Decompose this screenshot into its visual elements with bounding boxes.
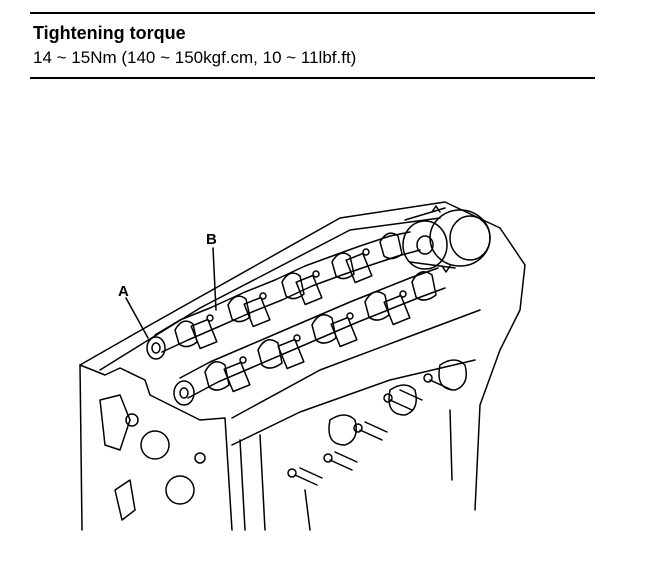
bearing-cap: [277, 338, 305, 370]
camshaft-b-end: [146, 336, 166, 360]
cam-lobe: [411, 271, 437, 301]
bolt-head: [323, 453, 333, 463]
camshaft-b-end-boss: [151, 342, 161, 354]
bearing-cap: [190, 318, 218, 350]
side-port: [438, 359, 467, 391]
cam-lobe: [257, 339, 283, 369]
bearing-cap: [243, 296, 271, 328]
bearing-cap: [223, 361, 251, 393]
bearing-cap: [383, 294, 411, 326]
cap-bolt: [206, 314, 214, 322]
torque-spec-table: Tightening torque 14 ~ 15Nm (140 ~ 150kg…: [30, 9, 595, 79]
cap-bolt: [259, 292, 267, 300]
cylinder-head-front-face: [79, 364, 233, 531]
cap-bolt: [239, 356, 247, 364]
cam-lobe: [281, 272, 305, 300]
cvvt-unit-face: [449, 215, 491, 261]
bearing-cap: [295, 274, 323, 306]
cap-bolt: [399, 290, 407, 298]
sprocket-hub: [416, 235, 434, 255]
front-hole: [140, 430, 170, 460]
callout-b: B: [206, 231, 217, 248]
spec-value: 14 ~ 15Nm (140 ~ 150kgf.cm, 10 ~ 11lbf.f…: [33, 48, 357, 67]
bolt-head: [287, 468, 297, 478]
side-rib: [239, 409, 453, 531]
camshaft-drawing: [79, 201, 526, 531]
side-port: [388, 384, 417, 416]
bolt-head: [423, 373, 433, 383]
side-port: [328, 414, 357, 446]
head-lower-side: [231, 359, 476, 446]
sprocket: [402, 220, 448, 270]
cylinder-head-deck: [99, 217, 441, 371]
cylinder-head-outline: [79, 201, 526, 511]
front-rib: [114, 479, 136, 521]
leader-line-a: [125, 297, 149, 339]
bearing-cap: [330, 316, 358, 348]
head-bolt: [294, 379, 453, 486]
cap-bolt: [312, 270, 320, 278]
bolt-head: [353, 423, 363, 433]
bearing-cap: [345, 252, 373, 284]
cam-lobe: [204, 361, 230, 391]
cap-bolt: [293, 334, 301, 342]
leader-line-b: [212, 247, 217, 311]
camshaft-a-end-boss: [179, 387, 189, 399]
cap-bolt: [362, 248, 370, 256]
callout-a: A: [118, 283, 129, 300]
cam-lobe: [379, 232, 403, 260]
table-bottom-rule: [30, 77, 595, 79]
cylinder-head-side: [231, 309, 481, 419]
front-hole: [125, 413, 139, 427]
cap-bolt: [346, 312, 354, 320]
camshaft-a: [179, 267, 439, 379]
spec-title: Tightening torque: [33, 23, 186, 43]
front-hole: [194, 452, 206, 464]
table-top-rule: [30, 12, 595, 14]
timing-chain: [404, 205, 456, 273]
camshaft-a-end: [173, 380, 195, 406]
front-rib: [99, 394, 131, 451]
front-hole: [165, 475, 195, 505]
cam-lobe: [331, 252, 355, 280]
camshaft-illustration: A B: [60, 190, 560, 535]
camshaft-a: [187, 287, 446, 399]
bolt-head: [383, 393, 393, 403]
camshaft-b: [161, 249, 421, 353]
